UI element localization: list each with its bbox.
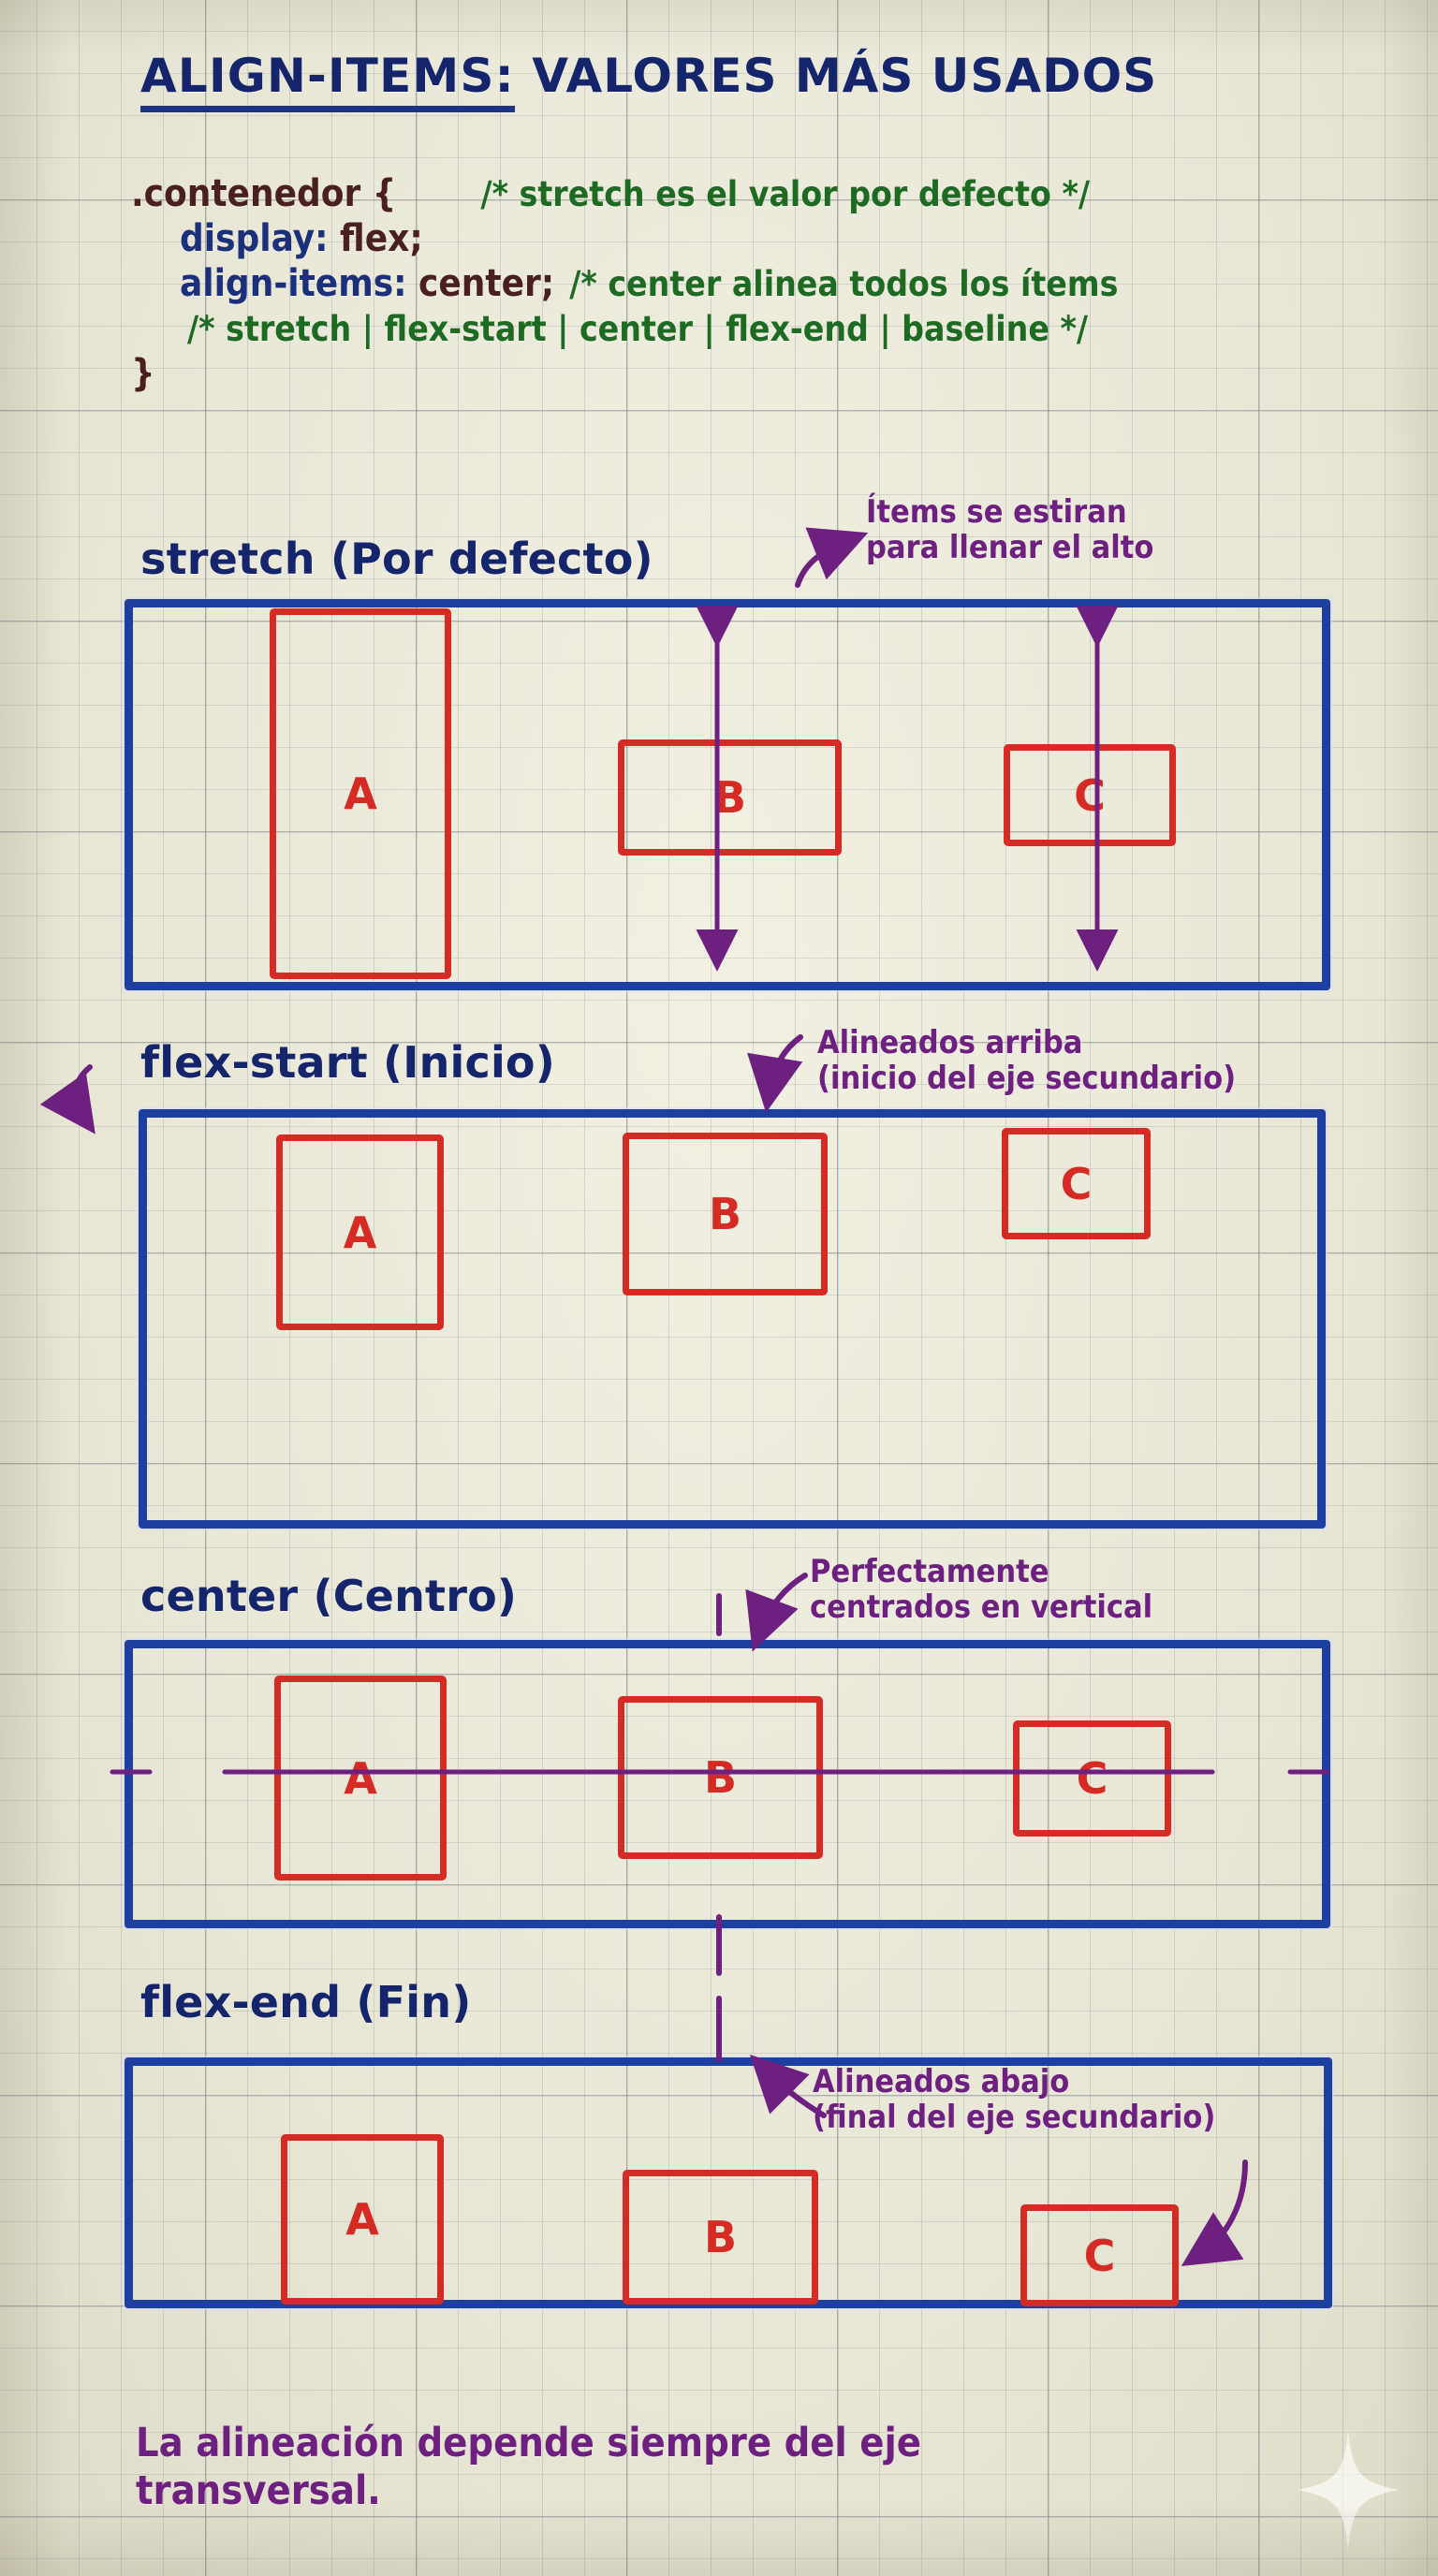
arrow-flex-start [747, 1034, 803, 1113]
item-a-flex-start: A [276, 1134, 444, 1330]
item-label: C [1074, 769, 1106, 821]
item-c-flex-start: C [1002, 1128, 1151, 1239]
item-label: B [708, 1189, 742, 1239]
code-selector: .contenedor { [131, 172, 397, 215]
item-a-flex-end: A [281, 2134, 444, 2305]
annotation-flex-start: Alineados arriba (inicio del eje secunda… [817, 1024, 1237, 1098]
code-comment-center: /* center alinea todos los ítems [569, 264, 1119, 304]
arrow-stretch [795, 527, 869, 588]
code-value-flex: flex; [328, 217, 423, 260]
annotation-stretch: Ítems se estiran para llenar el alto [866, 493, 1154, 567]
item-a-center: A [274, 1676, 447, 1881]
item-b-flex-end: B [623, 2170, 818, 2305]
container-center [125, 1640, 1330, 1928]
item-label: C [1083, 2230, 1116, 2281]
item-c-stretch: C [1004, 744, 1176, 846]
section-label-flex-end: flex-end (Fin) [140, 1977, 472, 2027]
code-value-center: center; [406, 262, 555, 305]
section-label-center: center (Centro) [140, 1571, 518, 1621]
item-label: A [343, 1207, 377, 1258]
page-title-keyword: ALIGN-ITEMS: [140, 49, 515, 112]
annotation-center: Perfectamente centrados en vertical [810, 1553, 1153, 1627]
item-label: B [712, 772, 747, 823]
container-stretch [125, 599, 1330, 990]
item-b-center: B [618, 1696, 823, 1859]
code-comment-values: /* stretch | flex-start | center | flex-… [187, 309, 1089, 349]
code-line-3: align-items: center; /* center alinea tod… [131, 263, 1404, 308]
section-label-stretch: stretch (Por defecto) [140, 534, 653, 584]
arrow-center [745, 1573, 808, 1652]
code-snippet: .contenedor { /* stretch es el valor por … [131, 173, 1404, 398]
sparkle-icon [1297, 2429, 1400, 2551]
item-a-stretch: A [270, 608, 451, 979]
item-c-center: C [1013, 1720, 1171, 1837]
arrow-flex-start-left [39, 1064, 95, 1134]
section-label-flex-start: flex-start (Inicio) [140, 1037, 555, 1088]
item-b-stretch: B [618, 739, 842, 856]
item-label: B [703, 1752, 738, 1803]
page-title: ALIGN-ITEMS: VALORES MÁS USADOS [140, 49, 1158, 112]
code-close-brace: } [131, 352, 155, 395]
page-title-rest: VALORES MÁS USADOS [514, 49, 1158, 103]
code-line-1: .contenedor { /* stretch es el valor por … [131, 173, 1404, 218]
item-label: A [344, 768, 377, 819]
item-label: A [345, 2194, 379, 2245]
code-property-display: display: [180, 217, 329, 260]
footer-note: La alineación depende siempre del eje tr… [136, 2420, 921, 2514]
item-label: C [1060, 1158, 1093, 1209]
code-line-4: /* stretch | flex-start | center | flex-… [131, 308, 1404, 353]
code-comment-default: /* stretch es el valor por defecto */ [480, 174, 1091, 214]
item-label: C [1076, 1753, 1108, 1804]
item-c-flex-end: C [1020, 2204, 1179, 2306]
code-line-2: display: flex; [131, 218, 1404, 263]
code-property-align-items: align-items: [180, 262, 407, 305]
container-flex-start [139, 1109, 1326, 1529]
item-label: A [344, 1752, 377, 1804]
item-b-flex-start: B [623, 1133, 828, 1295]
code-line-5: } [131, 353, 1404, 398]
item-label: B [703, 2212, 738, 2262]
